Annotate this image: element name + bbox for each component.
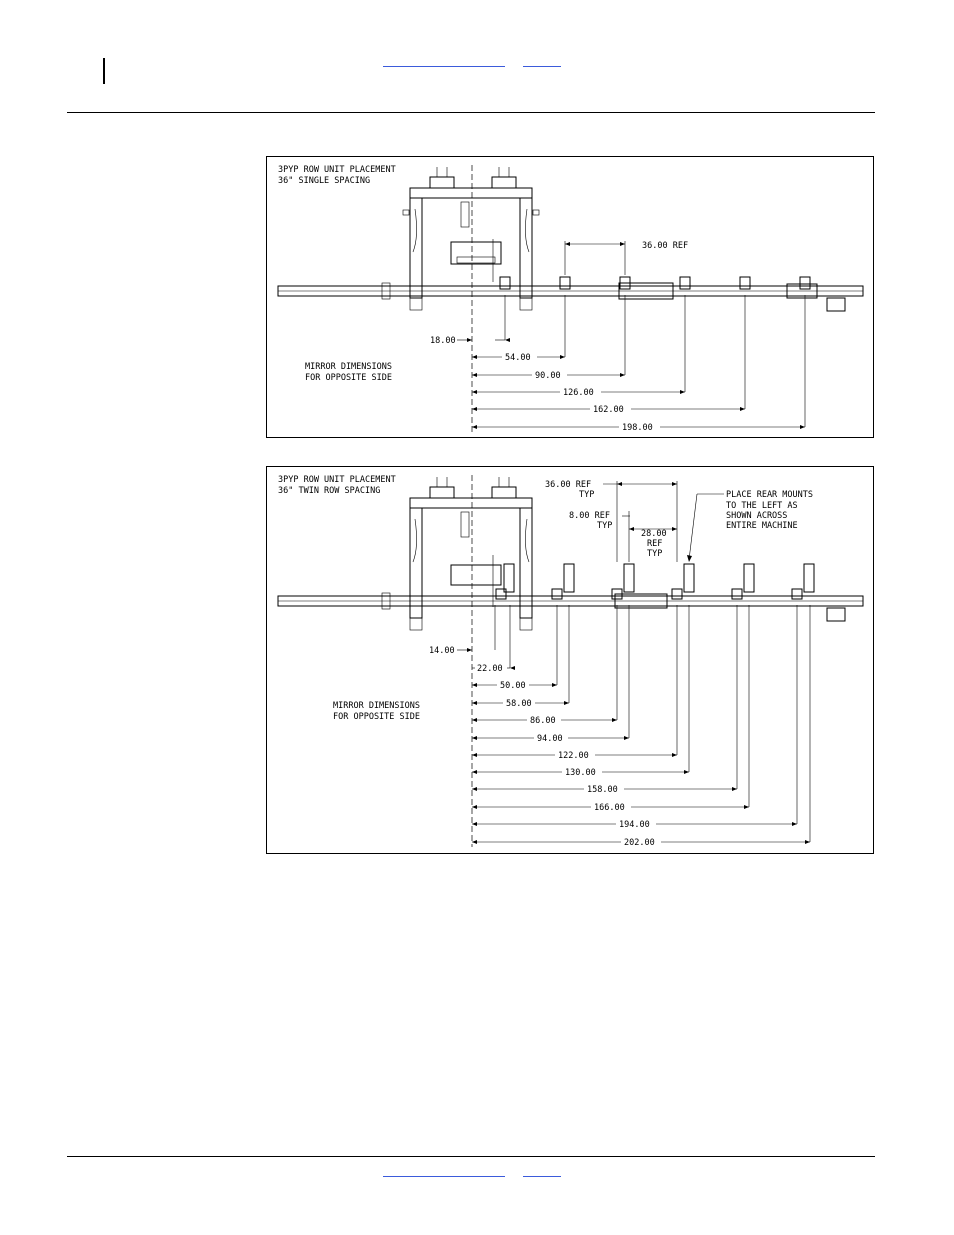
footer-link-2[interactable] [523,1176,561,1177]
fig2-callout-line1: PLACE REAR MOUNTS [726,490,813,500]
fig2-dim-158: 158.00 [587,785,618,795]
fig2-callout-line3: SHOWN ACROSS [726,511,787,521]
header-margin-bar [103,58,105,84]
fig2-dimension-ladder: 14.00 22.00 50.00 58.00 86.00 94.00 122.… [429,605,811,848]
figure-single-spacing-drawing: 3PYP ROW UNIT PLACEMENT 36" SINGLE SPACI… [277,165,864,433]
fig2-dim-202: 202.00 [624,838,655,848]
fig1-hitch-frame [402,167,540,311]
fig2-dim-194: 194.00 [619,820,650,830]
fig1-note-line1: MIRROR DIMENSIONS [305,362,392,372]
fig1-dim-198: 198.00 [622,423,653,433]
fig2-dim-58: 58.00 [506,699,532,709]
fig2-dim-22: 22.00 [477,664,503,674]
fig2-ref28-line3: TYP [647,549,662,559]
fig1-dim-90: 90.00 [535,371,561,381]
fig2-dim-130: 130.00 [565,768,596,778]
fig2-toolbar [277,592,864,622]
fig2-note-line2: FOR OPPOSITE SIDE [333,712,420,722]
fig2-row-units [495,563,815,600]
fig1-note-line2: FOR OPPOSITE SIDE [305,373,392,383]
fig2-callout-line2: TO THE LEFT AS [726,501,798,511]
footer-link-1[interactable] [383,1176,505,1177]
fig2-dim-122: 122.00 [558,751,589,761]
fig2-ref36-line2: TYP [579,490,594,500]
fig1-row-mounts [499,276,811,290]
footer-rule [67,1156,875,1157]
header-link-2[interactable] [523,66,561,67]
fig2-dim-14: 14.00 [429,646,455,656]
figure-single-spacing: 3PYP ROW UNIT PLACEMENT 36" SINGLE SPACI… [266,156,874,438]
fig2-dim-166: 166.00 [594,803,625,813]
fig1-ref-36: 36.00 REF [642,241,688,251]
fig2-ref8-line2: TYP [597,521,612,531]
fig2-note-line1: MIRROR DIMENSIONS [333,701,420,711]
fig1-dimension-ladder: 18.00 54.00 90.00 126.00 162.00 198.00 [430,295,806,433]
fig2-callout-line4: ENTIRE MACHINE [726,521,798,531]
fig2-hitch-frame [409,477,533,631]
fig2-title-line1: 3PYP ROW UNIT PLACEMENT [278,475,396,485]
fig2-ref28-line2: REF [647,539,662,549]
fig2-ref28-line1: 28.00 [641,529,667,539]
fig2-dim-50: 50.00 [500,681,526,691]
fig1-title-line2: 36" SINGLE SPACING [278,176,370,186]
fig1-title-line1: 3PYP ROW UNIT PLACEMENT [278,165,396,175]
fig1-dim-162: 162.00 [593,405,624,415]
fig1-dim-126: 126.00 [563,388,594,398]
figure-twin-row-spacing: 3PYP ROW UNIT PLACEMENT 36" TWIN ROW SPA… [266,466,874,854]
fig1-dim-18: 18.00 [430,336,456,346]
header-rule [67,112,875,113]
fig1-dim-54: 54.00 [505,353,531,363]
fig2-ref8-line1: 8.00 REF [569,511,610,521]
fig2-title-line2: 36" TWIN ROW SPACING [278,486,380,496]
fig2-ref36-line1: 36.00 REF [545,480,591,490]
header-link-1[interactable] [383,66,505,67]
fig2-dim-94: 94.00 [537,734,563,744]
figure-twin-row-spacing-drawing: 3PYP ROW UNIT PLACEMENT 36" TWIN ROW SPA… [277,475,864,848]
fig2-dim-86: 86.00 [530,716,556,726]
